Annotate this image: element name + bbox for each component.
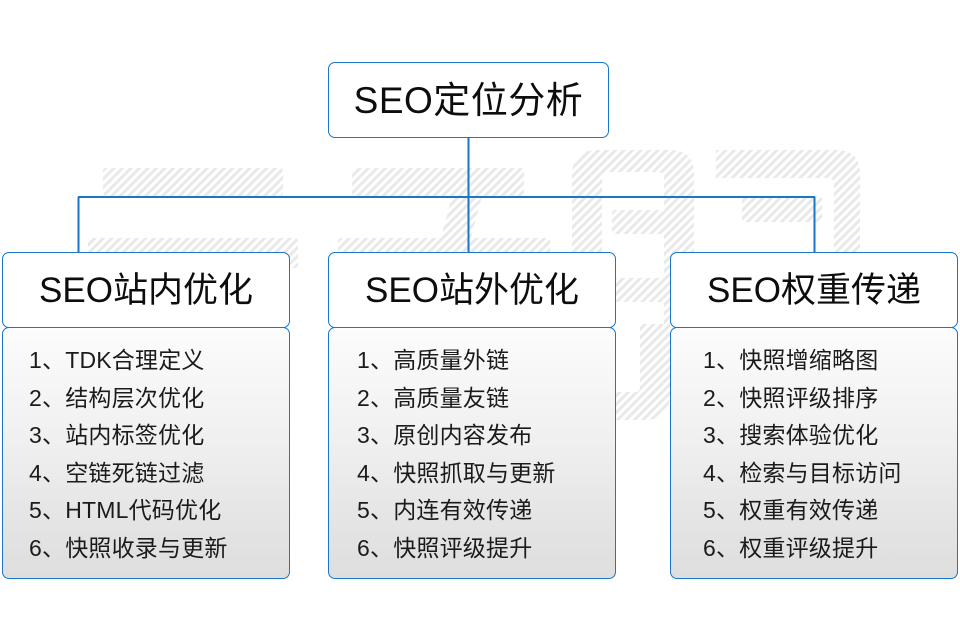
- branch-item-list-3: 1、快照增缩略图 2、快照评级排序 3、搜索体验优化 4、检索与目标访问 5、权…: [671, 342, 957, 567]
- branch-header-label: SEO站外优化: [365, 270, 579, 310]
- list-item: 3、搜索体验优化: [703, 422, 879, 448]
- branch-item-list-1: 1、TDK合理定义 2、结构层次优化 3、站内标签优化 4、空链死链过滤 5、H…: [3, 342, 289, 567]
- branch-header-label: SEO站内优化: [39, 270, 253, 310]
- branch-body-2: 1、高质量外链 2、高质量友链 3、原创内容发布 4、快照抓取与更新 5、内连有…: [328, 327, 616, 579]
- branch-body-3: 1、快照增缩略图 2、快照评级排序 3、搜索体验优化 4、检索与目标访问 5、权…: [670, 327, 958, 579]
- list-item: 6、快照收录与更新: [29, 534, 228, 561]
- list-item: 6、快照评级提升: [357, 534, 533, 561]
- branch-header-seo-offsite[interactable]: SEO站外优化: [328, 252, 616, 328]
- list-item: 1、TDK合理定义: [29, 347, 205, 373]
- list-item: 2、快照评级排序: [703, 384, 879, 411]
- list-item: 3、原创内容发布: [357, 422, 533, 448]
- list-item: 4、检索与目标访问: [703, 459, 902, 486]
- branch-header-label: SEO权重传递: [707, 270, 921, 310]
- list-item: 5、权重有效传递: [703, 497, 879, 523]
- branch-header-seo-onsite[interactable]: SEO站内优化: [2, 252, 290, 328]
- branch-body-1: 1、TDK合理定义 2、结构层次优化 3、站内标签优化 4、空链死链过滤 5、H…: [2, 327, 290, 579]
- list-item: 2、高质量友链: [357, 384, 510, 411]
- root-node[interactable]: SEO定位分析: [328, 62, 609, 138]
- branch-column-3: SEO权重传递 1、快照增缩略图 2、快照评级排序 3、搜索体验优化 4、检索与…: [670, 252, 958, 579]
- list-item: 6、权重评级提升: [703, 534, 879, 561]
- list-item: 3、站内标签优化: [29, 422, 205, 448]
- root-node-label: SEO定位分析: [353, 79, 584, 121]
- branch-column-2: SEO站外优化 1、高质量外链 2、高质量友链 3、原创内容发布 4、快照抓取与…: [328, 252, 616, 579]
- branch-column-1: SEO站内优化 1、TDK合理定义 2、结构层次优化 3、站内标签优化 4、空链…: [2, 252, 290, 579]
- list-item: 1、高质量外链: [357, 347, 510, 373]
- list-item: 5、HTML代码优化: [29, 497, 222, 523]
- list-item: 4、空链死链过滤: [29, 459, 205, 486]
- branch-header-seo-weight[interactable]: SEO权重传递: [670, 252, 958, 328]
- branch-item-list-2: 1、高质量外链 2、高质量友链 3、原创内容发布 4、快照抓取与更新 5、内连有…: [329, 342, 615, 567]
- list-item: 1、快照增缩略图: [703, 347, 879, 373]
- list-item: 2、结构层次优化: [29, 384, 205, 411]
- list-item: 5、内连有效传递: [357, 497, 533, 523]
- list-item: 4、快照抓取与更新: [357, 459, 556, 486]
